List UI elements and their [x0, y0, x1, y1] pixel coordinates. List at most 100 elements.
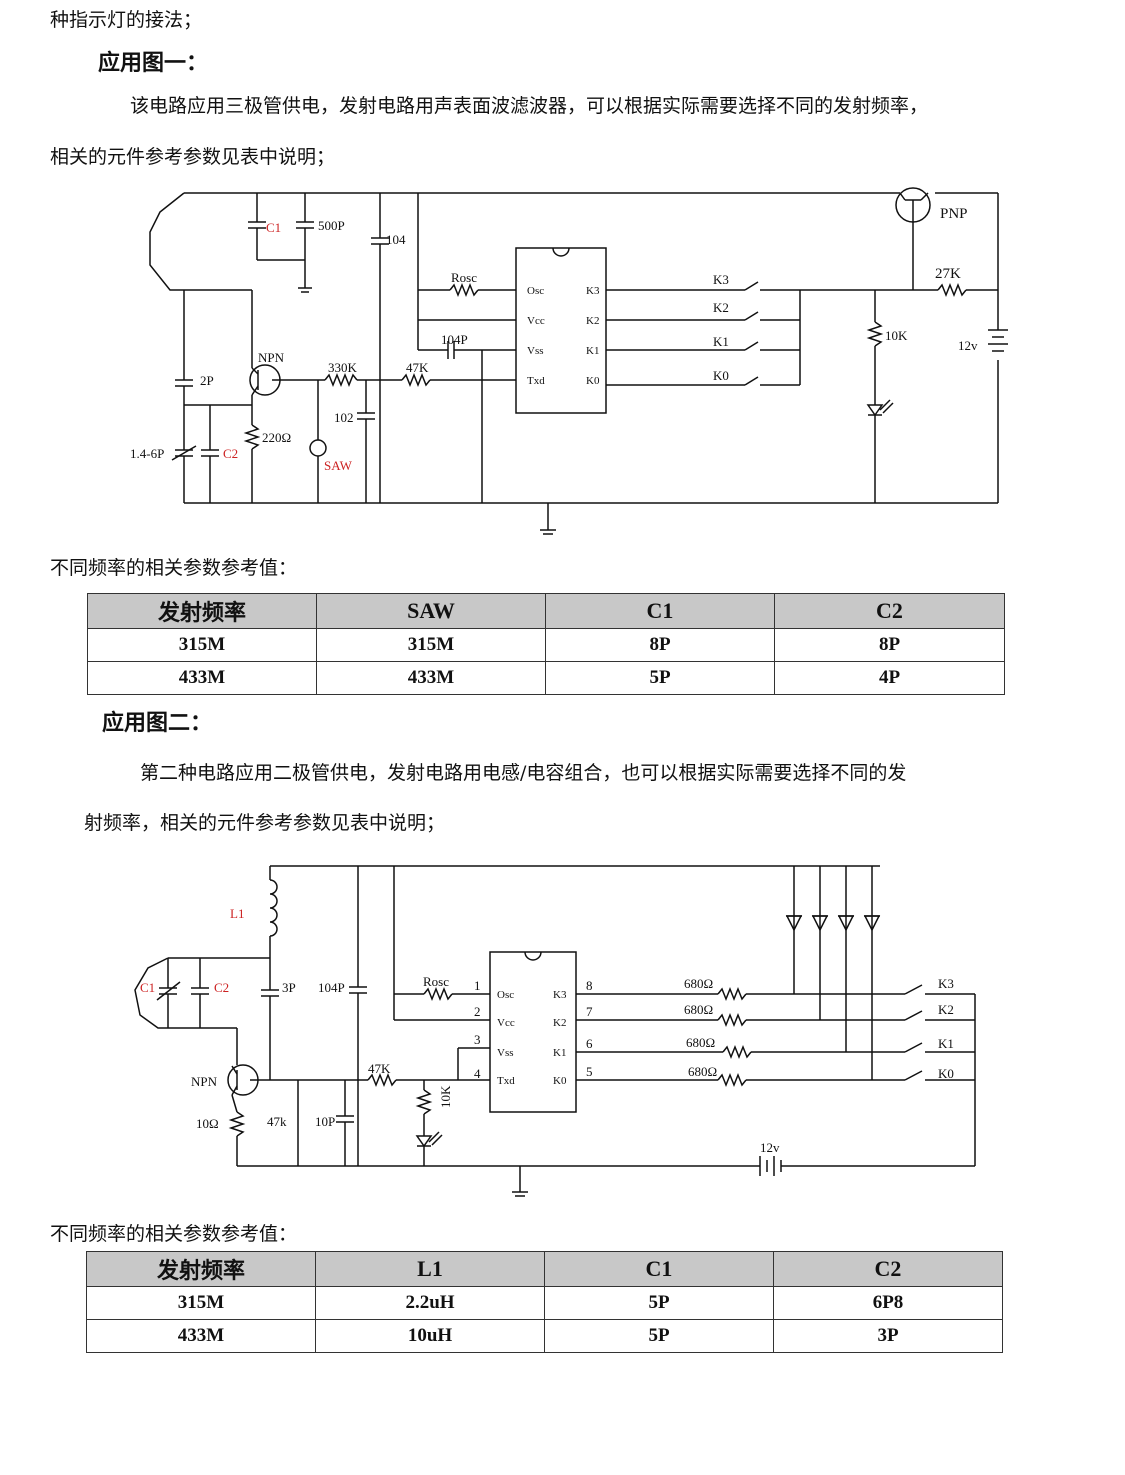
- switch-k1-label: K1: [938, 1036, 954, 1051]
- c102-label: 102: [334, 410, 354, 425]
- ic-k2-label: K2: [586, 315, 599, 327]
- ic-k3-label: K3: [553, 989, 567, 1001]
- r220-label: 220Ω: [262, 430, 291, 445]
- header-frequency: 发射频率: [87, 593, 317, 629]
- header-saw: SAW: [316, 593, 546, 629]
- switch-k2-label: K2: [938, 1002, 954, 1017]
- r47k-label: 47K: [406, 360, 429, 375]
- ic-vss-label: Vss: [497, 1047, 514, 1059]
- npn-label: NPN: [258, 350, 285, 365]
- ic-vcc-label: Vcc: [497, 1017, 515, 1029]
- cell: 5P: [544, 1319, 774, 1353]
- ic-vss-label: Vss: [527, 345, 544, 357]
- header-c2: C2: [774, 593, 1005, 629]
- section1-paragraph-line1: 该电路应用三极管供电，发射电路用声表面波滤波器，可以根据实际需要选择不同的发射频…: [130, 95, 929, 117]
- saw-label: SAW: [324, 458, 353, 473]
- ic-txd-label: Txd: [497, 1075, 515, 1087]
- cell: 5P: [545, 661, 775, 695]
- r47k-vertical-label: 47k: [267, 1114, 287, 1129]
- cell: 2.2uH: [315, 1286, 545, 1320]
- section2-paragraph-line1: 第二种电路应用二极管供电，发射电路用电感/电容组合，也可以根据实际需要选择不同的…: [140, 762, 907, 784]
- pin-1-label: 1: [474, 978, 481, 993]
- trimmer-label: 1.4-6P: [130, 446, 164, 461]
- rosc-label: Rosc: [451, 270, 477, 285]
- circuit-diagram-1: C1 500P 104 Rosc Osc Vcc Vss Txd K3 K2 K…: [130, 187, 1008, 535]
- v12-label: 12v: [760, 1140, 780, 1155]
- parameter-table-2: 发射频率 L1 C1 C2 315M 2.2uH 5P 6P8 433M 10u…: [86, 1251, 1003, 1353]
- pin-5-label: 5: [586, 1064, 593, 1079]
- header-c1: C1: [544, 1251, 774, 1287]
- ic-k0-label: K0: [586, 375, 600, 387]
- cell: 5P: [544, 1286, 774, 1320]
- pnp-label: PNP: [940, 206, 968, 222]
- switch-k1-label: K1: [713, 334, 729, 349]
- ic-k3-label: K3: [586, 285, 600, 297]
- c1-label: C1: [266, 220, 281, 235]
- header-l1: L1: [315, 1251, 545, 1287]
- header-c2: C2: [773, 1251, 1003, 1287]
- cell: 4P: [774, 661, 1005, 695]
- cell: 3P: [773, 1319, 1003, 1353]
- ic-vcc-label: Vcc: [527, 315, 545, 327]
- section2-heading: 应用图二：: [102, 711, 213, 736]
- c104-label: 104: [386, 232, 406, 247]
- parameter-table-1: 发射频率 SAW C1 C2 315M 315M 8P 8P 433M 433M…: [87, 593, 1005, 695]
- table-row: 315M 315M 8P 8P: [87, 628, 1005, 662]
- c1-label: C1: [140, 980, 155, 995]
- v12-label: 12v: [958, 338, 978, 353]
- section2-paragraph-line2: 射频率，相关的元件参考参数见表中说明；: [84, 812, 446, 834]
- l1-label: L1: [230, 906, 244, 921]
- cell: 8P: [545, 628, 775, 662]
- switch-k0-label: K0: [713, 368, 729, 383]
- cell: 315M: [86, 1286, 316, 1320]
- npn-label: NPN: [191, 1074, 218, 1089]
- pin-7-label: 7: [586, 1004, 593, 1019]
- c3p-label: 3P: [282, 980, 296, 995]
- intro-line: 种指示灯的接法；: [50, 9, 203, 31]
- r10k-label: 10K: [885, 328, 908, 343]
- circuit-diagram-2: L1 C1 C2 3P 104P Rosc NPN 47K 10Ω 47k 10…: [134, 865, 976, 1197]
- pin-6-label: 6: [586, 1036, 593, 1051]
- r680-k1-label: 680Ω: [686, 1035, 715, 1050]
- c2-label: C2: [223, 446, 238, 461]
- header-frequency: 发射频率: [86, 1251, 316, 1287]
- cell: 433M: [86, 1319, 316, 1353]
- ic-k1-label: K1: [586, 345, 599, 357]
- ic-txd-label: Txd: [527, 375, 545, 387]
- c2-label: C2: [214, 980, 229, 995]
- rosc-label: Rosc: [423, 974, 449, 989]
- ic-osc-label: Osc: [527, 285, 544, 297]
- cell: 433M: [316, 661, 546, 695]
- switch-k2-label: K2: [713, 300, 729, 315]
- r10ohm-label: 10Ω: [196, 1116, 219, 1131]
- cell: 8P: [774, 628, 1005, 662]
- ic-osc-label: Osc: [497, 989, 514, 1001]
- table-row: 433M 10uH 5P 3P: [86, 1319, 1003, 1353]
- section1-heading: 应用图一：: [98, 51, 209, 76]
- switch-k0-label: K0: [938, 1066, 954, 1081]
- switch-k3-label: K3: [938, 976, 954, 991]
- c500p-label: 500P: [318, 218, 345, 233]
- table-row: 433M 433M 5P 4P: [87, 661, 1005, 695]
- section1-paragraph-line2: 相关的元件参考参数见表中说明；: [50, 146, 336, 168]
- cell: 6P8: [773, 1286, 1003, 1320]
- pin-4-label: 4: [474, 1066, 481, 1081]
- table2-caption: 不同频率的相关参数参考值：: [50, 1223, 298, 1245]
- r680-k0-label: 680Ω: [688, 1064, 717, 1079]
- cell: 433M: [87, 661, 317, 695]
- r680-k2-label: 680Ω: [684, 1002, 713, 1017]
- c104p-label: 104P: [441, 332, 468, 347]
- r47k-label: 47K: [368, 1061, 391, 1076]
- pin-3-label: 3: [474, 1032, 481, 1047]
- c10p-label: 10P: [315, 1114, 335, 1129]
- r330k-label: 330K: [328, 360, 358, 375]
- ic-k0-label: K0: [553, 1075, 567, 1087]
- r10k-label: 10K: [438, 1085, 453, 1108]
- ic-k1-label: K1: [553, 1047, 566, 1059]
- pin-2-label: 2: [474, 1004, 481, 1019]
- cell: 315M: [87, 628, 317, 662]
- pin-8-label: 8: [586, 978, 593, 993]
- c2p-label: 2P: [200, 373, 214, 388]
- r680-k3-label: 680Ω: [684, 976, 713, 991]
- r27k-label: 27K: [935, 266, 961, 282]
